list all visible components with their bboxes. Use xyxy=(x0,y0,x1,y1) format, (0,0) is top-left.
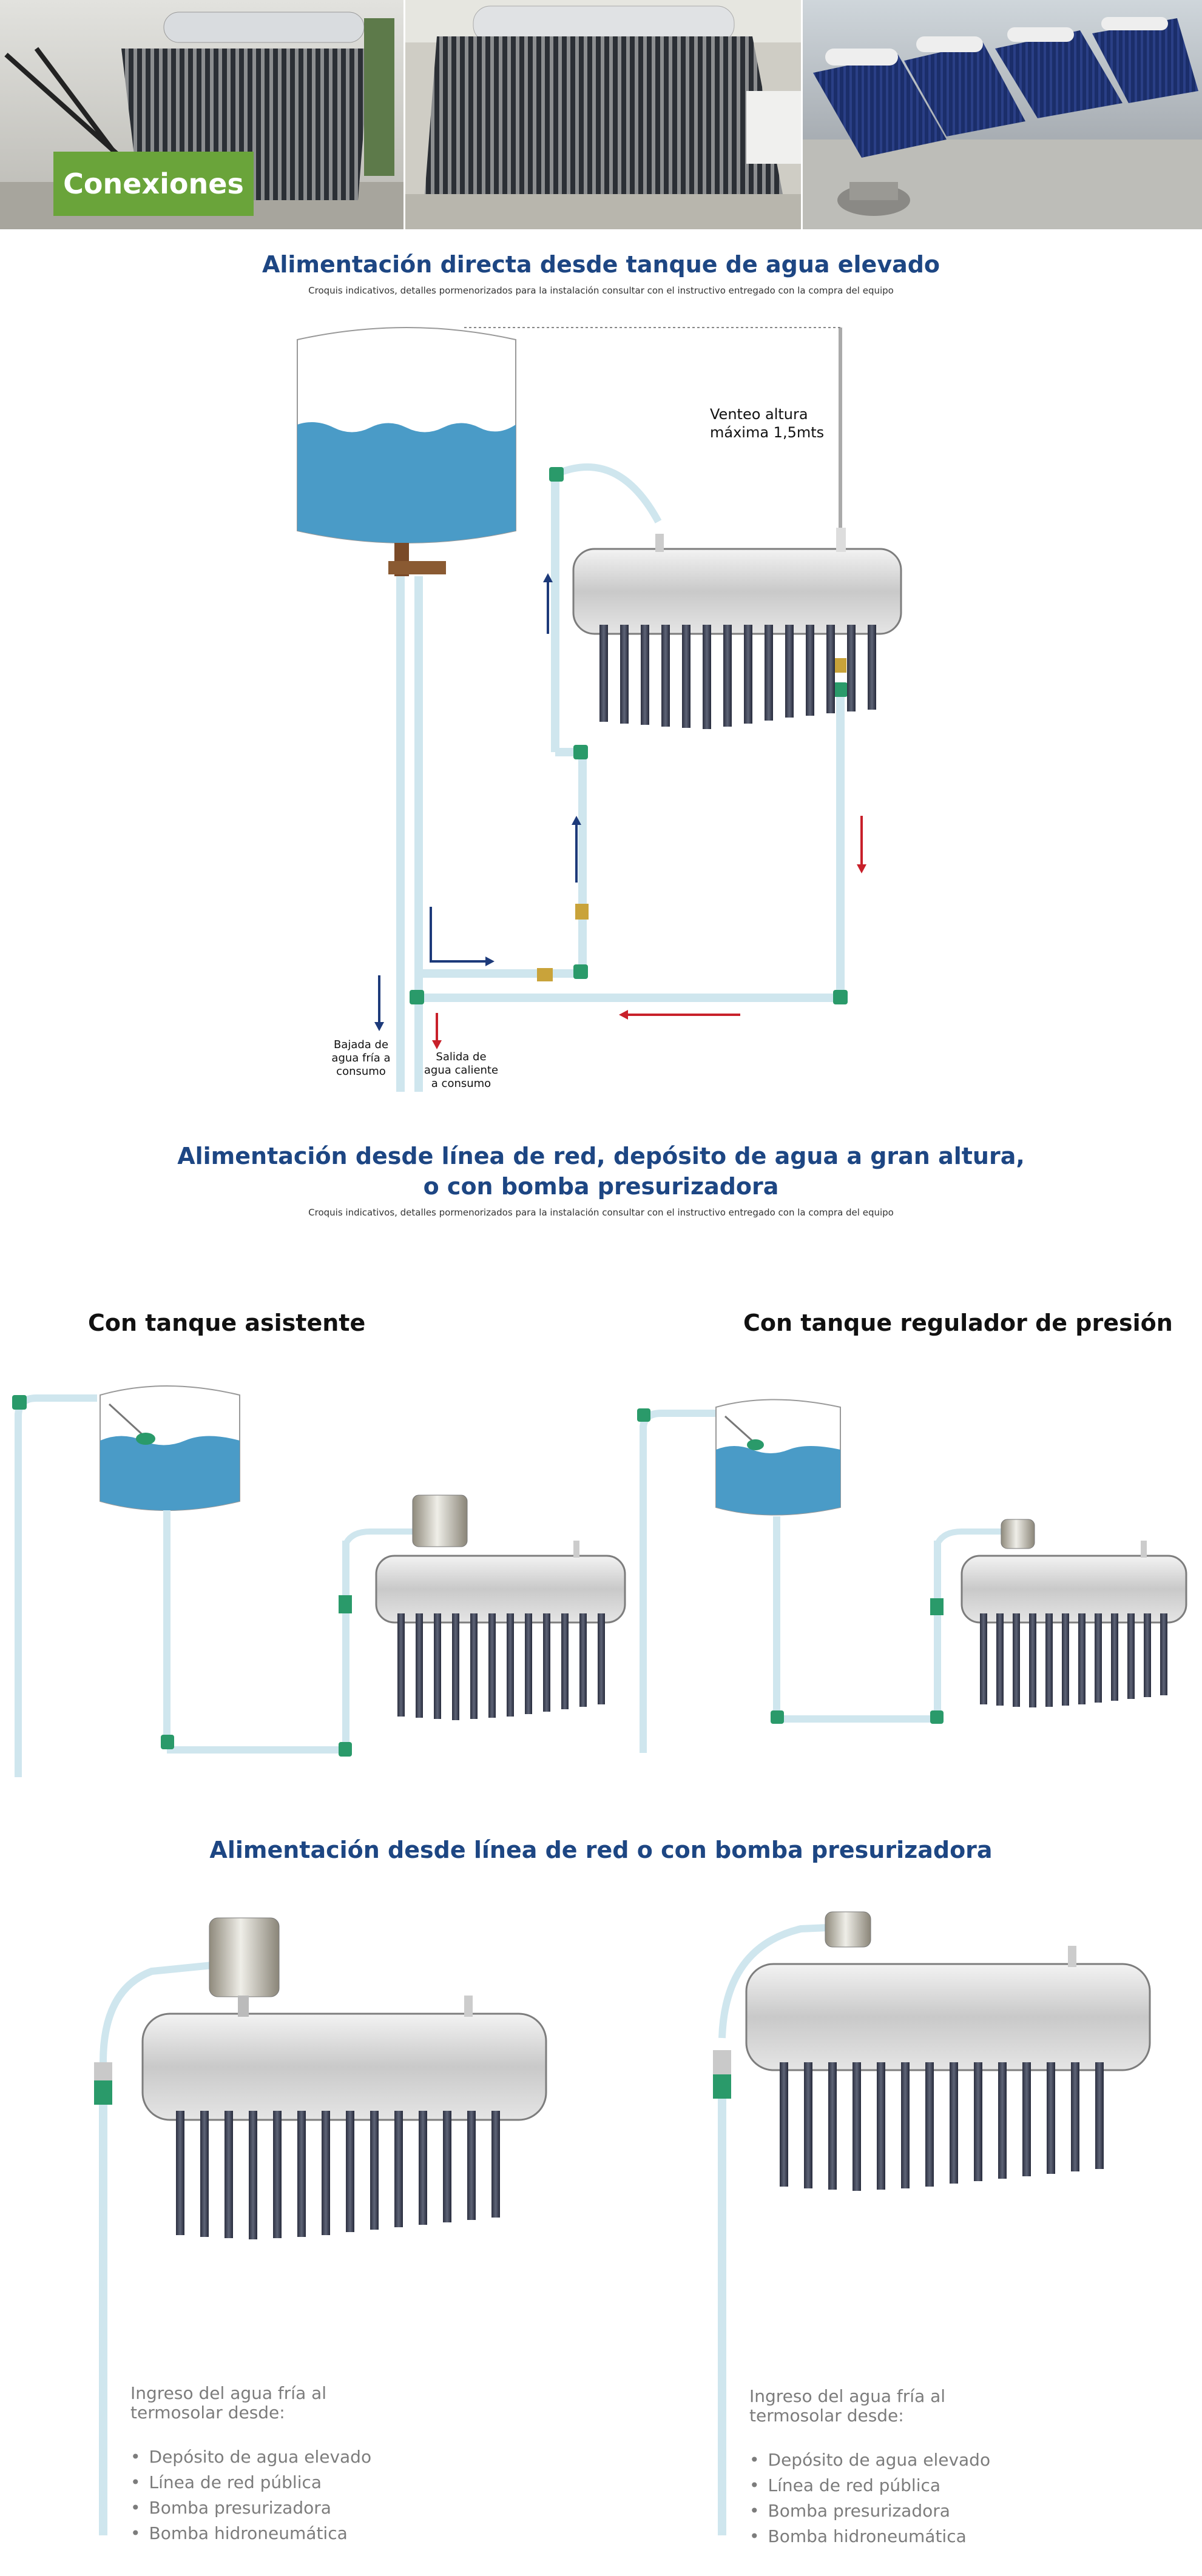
pipe-network xyxy=(396,327,845,1092)
list-item: Bomba hidroneumática xyxy=(749,2524,1113,2549)
section1-title: Alimentación directa desde tanque de agu… xyxy=(262,251,940,278)
list-item: Depósito de agua elevado xyxy=(749,2447,1113,2473)
section2-title-line1: Alimentación desde línea de red, depósit… xyxy=(177,1143,1025,1169)
solar-collector xyxy=(572,528,902,635)
photo-roof-heaters xyxy=(803,0,1202,229)
diagram-pressurized-supply xyxy=(94,1911,1151,2535)
left-assistant-system xyxy=(12,1385,626,1777)
vent-label-line1: Venteo altura xyxy=(710,406,808,423)
pipe-fittings xyxy=(410,467,848,1004)
right-regulator-system xyxy=(637,1399,1187,1753)
photo-warehouse-heater xyxy=(405,0,801,229)
list-item: Bomba presurizadora xyxy=(749,2498,1113,2524)
flow-arrows xyxy=(374,573,866,1049)
elevated-water-tank xyxy=(297,327,516,576)
section2-title-line2: o con bomba presurizadora xyxy=(423,1173,779,1200)
section3-title: Alimentación desde línea de red o con bo… xyxy=(209,1837,993,1863)
list-item: Bomba hidroneumática xyxy=(130,2521,495,2546)
list-item: Línea de red pública xyxy=(130,2470,495,2495)
diagram-network-supply xyxy=(12,1385,1187,1777)
assistant-tank-title: Con tanque asistente xyxy=(88,1310,366,1336)
list-item: Bomba presurizadora xyxy=(130,2495,495,2521)
vent-label-line2: máxima 1,5mts xyxy=(710,424,825,441)
right-source-info: Ingreso del agua fría al termosolar desd… xyxy=(749,2387,1113,2549)
pressure-regulator-title: Con tanque regulador de presión xyxy=(743,1310,1173,1336)
list-item: Línea de red pública xyxy=(749,2473,1113,2498)
diagram-elevated-tank xyxy=(297,327,902,1092)
left-pressurized-system xyxy=(94,1917,547,2535)
section-badge: Conexiones xyxy=(53,152,254,216)
left-source-info: Ingreso del agua fría al termosolar desd… xyxy=(130,2384,495,2546)
section1-note: Croquis indicativos, detalles pormenoriz… xyxy=(308,285,894,296)
right-pressurized-system xyxy=(713,1911,1151,2535)
section2-note: Croquis indicativos, detalles pormenoriz… xyxy=(308,1207,894,1218)
vacuum-tubes xyxy=(599,625,876,729)
list-item: Depósito de agua elevado xyxy=(130,2444,495,2470)
